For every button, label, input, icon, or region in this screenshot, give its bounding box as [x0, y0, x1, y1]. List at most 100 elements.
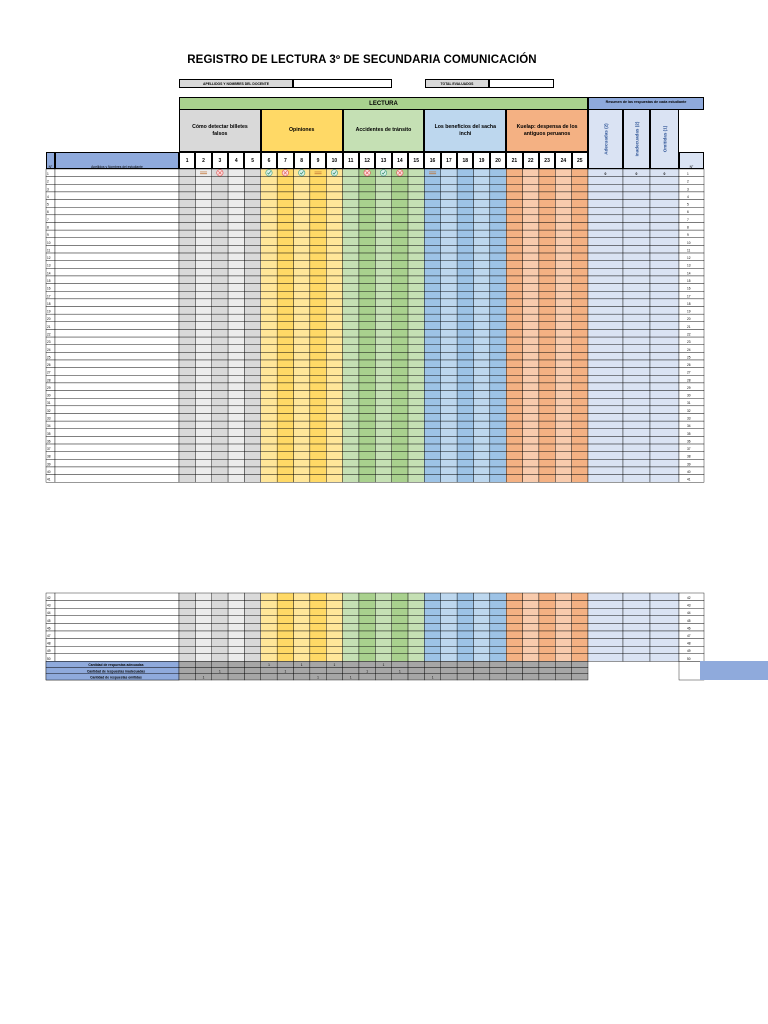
top-answer-cell-20-15: [407, 313, 425, 323]
top-answer-cell-25-2: [195, 352, 212, 361]
top-answer-cell-30-2: [195, 390, 212, 399]
top-answer-cell-23-9: [309, 336, 327, 345]
top-answer-cell-7-21: [506, 214, 523, 223]
top-answer-cell-29-12: [358, 382, 376, 391]
bottom-answer-cell-42-18: [456, 592, 474, 601]
top-answer-cell-20-21: [506, 313, 523, 323]
top-answer-cell-3-8: [293, 184, 311, 193]
top-row-num-37: 37: [47, 447, 51, 451]
top-answer-cell-32-24: [555, 405, 572, 414]
bottom-answer-cell-49-21: [506, 646, 523, 655]
bottom-answer-cell-47-12: [358, 630, 376, 639]
top-answer-cell-23-14: [391, 336, 409, 345]
question-number-2: 2: [195, 152, 212, 169]
bottom-summary-cell-50-3: [649, 653, 680, 662]
top-answer-cell-6-13: [375, 206, 392, 216]
summary-col-omitted: Omitidas (1): [650, 110, 679, 169]
row1-summary-value-3: 0: [664, 172, 666, 176]
top-summary-cell-39-3: [649, 459, 680, 468]
top-answer-cell-11-17: [440, 245, 458, 254]
top-answer-cell-26-18: [456, 359, 474, 368]
top-answer-cell-37-3: [211, 443, 229, 452]
bottom-answer-cell-47-11: [342, 630, 360, 639]
top-answer-cell-17-4: [227, 291, 245, 300]
bottom-row-num-right-cell-44: [678, 608, 705, 617]
top-answer-cell-8-24: [555, 222, 572, 231]
topic-header-2: Opiniones: [260, 110, 343, 152]
top-answer-cell-27-24: [555, 367, 572, 376]
footer-cell-inadecuadas-24: [555, 667, 572, 674]
top-summary-cell-14-3: [649, 268, 680, 277]
top-answer-cell-29-2: [195, 382, 212, 391]
top-answer-cell-13-17: [440, 260, 458, 269]
bottom-summary-cell-46-3: [649, 623, 680, 632]
footer-cell-inadecuadas-1: [178, 667, 196, 674]
top-answer-cell-35-20: [489, 428, 507, 437]
bottom-answer-cell-50-9: [309, 653, 327, 662]
top-answer-cell-14-2: [195, 268, 212, 277]
bottom-answer-cell-45-7: [276, 615, 294, 624]
top-answer-cell-12-7: [276, 252, 294, 261]
teacher-name-field[interactable]: [293, 79, 392, 88]
top-answer-cell-14-12: [358, 268, 376, 277]
top-answer-cell-2-22: [522, 176, 540, 185]
top-answer-cell-8-21: [506, 222, 523, 231]
bottom-answer-cell-48-12: [358, 638, 376, 647]
top-answer-cell-13-10: [326, 260, 343, 269]
top-answer-cell-14-14: [391, 268, 409, 277]
bottom-answer-cell-43-6: [260, 600, 278, 609]
top-answer-cell-15-1: [178, 275, 196, 284]
top-answer-cell-22-7: [276, 329, 294, 338]
top-answer-cell-4-10: [326, 191, 343, 200]
top-answer-cell-33-12: [358, 413, 376, 422]
top-answer-cell-29-8: [293, 382, 311, 391]
footer-count-inadecuadas-14: 1: [399, 669, 401, 673]
top-answer-cell-38-19: [473, 451, 491, 460]
section-title-lectura: LECTURA: [179, 97, 588, 110]
top-answer-cell-6-17: [440, 206, 458, 216]
top-answer-cell-24-20: [489, 344, 507, 353]
top-answer-cell-15-2: [195, 275, 212, 284]
bottom-answer-cell-48-13: [375, 638, 392, 647]
top-answer-cell-7-18: [456, 214, 474, 223]
top-answer-cell-40-12: [358, 466, 376, 475]
bottom-answer-cell-48-7: [276, 638, 294, 647]
top-answer-cell-4-14: [391, 191, 409, 200]
footer-cell-inadecuadas-16: [424, 667, 441, 674]
top-answer-cell-28-16: [424, 375, 441, 384]
top-answer-cell-27-5: [244, 367, 262, 376]
top-answer-cell-21-5: [244, 321, 262, 330]
top-answer-cell-34-14: [391, 420, 409, 429]
bottom-answer-cell-42-10: [326, 592, 343, 601]
total-evaluated-field[interactable]: [489, 79, 554, 88]
bottom-row-num-right-44: 44: [687, 611, 691, 615]
top-answer-cell-17-10: [326, 291, 343, 300]
top-answer-cell-18-20: [489, 298, 507, 307]
top-answer-cell-15-17: [440, 275, 458, 284]
top-answer-cell-9-25: [571, 229, 589, 238]
top-answer-cell-35-10: [326, 428, 343, 437]
top-answer-cell-17-5: [244, 291, 262, 300]
top-answer-cell-13-11: [342, 260, 360, 269]
top-answer-cell-36-21: [506, 436, 523, 445]
top-answer-cell-7-25: [571, 214, 589, 223]
summary-col-adequate: Adecuadas (2): [588, 110, 623, 169]
top-student-name-cell-17: [54, 291, 180, 300]
top-summary-cell-31-2: [622, 398, 651, 407]
top-answer-cell-30-4: [227, 390, 245, 399]
top-summary-cell-15-2: [622, 275, 651, 284]
bottom-answer-cell-45-22: [522, 615, 540, 624]
top-row-num-right-9: 9: [687, 233, 689, 237]
top-answer-cell-11-18: [456, 245, 474, 254]
top-answer-cell-12-11: [342, 252, 360, 261]
top-answer-cell-31-9: [309, 398, 327, 407]
top-answer-cell-17-13: [375, 291, 392, 300]
top-answer-cell-21-6: [260, 321, 278, 330]
top-answer-cell-18-19: [473, 298, 491, 307]
top-answer-cell-13-4: [227, 260, 245, 269]
top-answer-cell-36-18: [456, 436, 474, 445]
footer-cell-omitidas-13: [375, 673, 392, 681]
top-answer-cell-20-6: [260, 313, 278, 323]
top-answer-cell-39-11: [342, 459, 360, 468]
